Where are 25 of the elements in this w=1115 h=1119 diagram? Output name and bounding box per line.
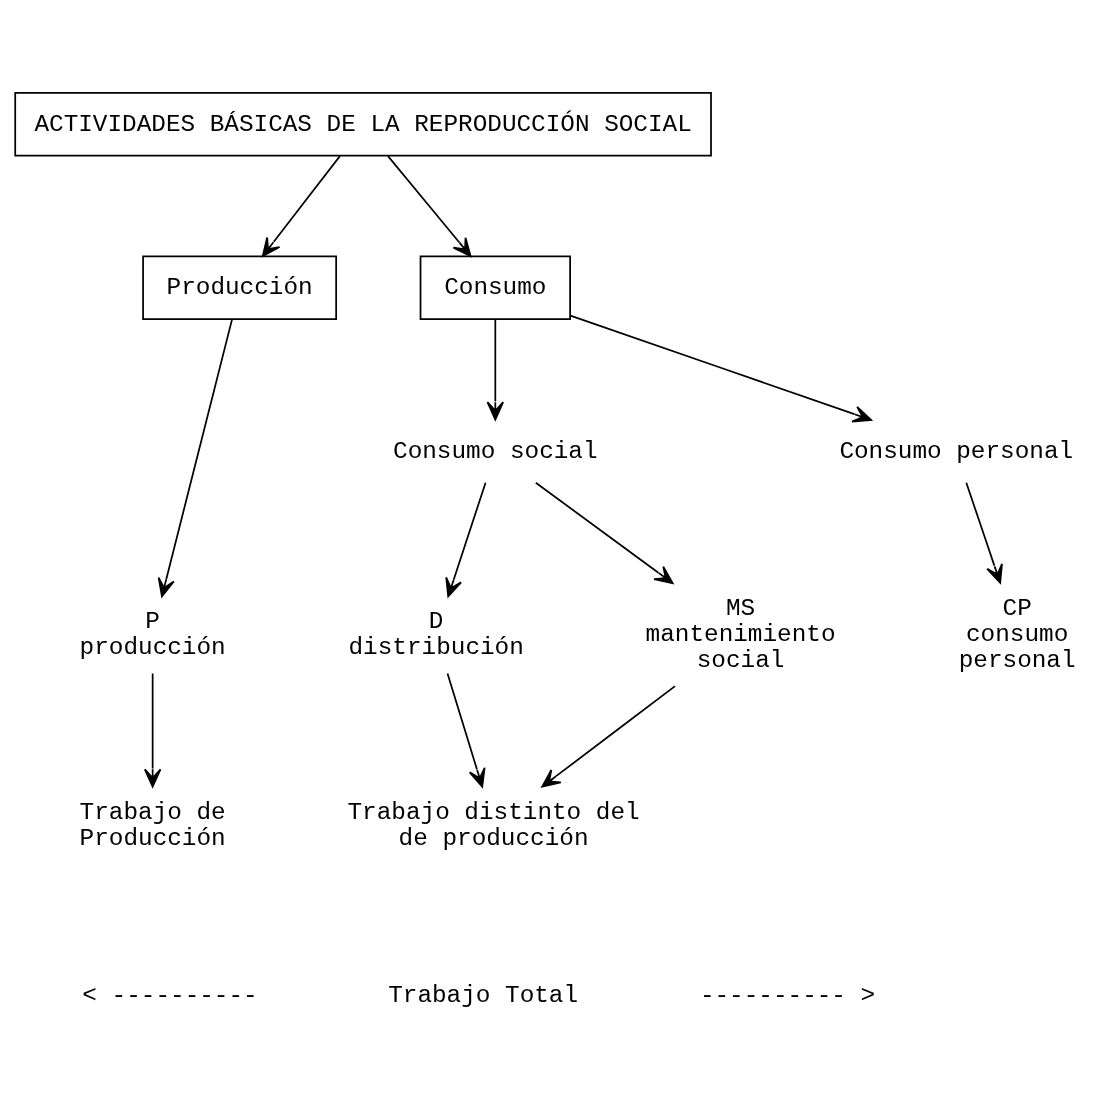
label: < ---------- <box>82 981 258 1009</box>
arrow <box>387 154 472 257</box>
arrow <box>445 481 487 597</box>
node-text: CP consumo personal <box>958 594 1076 674</box>
arrow <box>446 672 486 788</box>
node-text: D distribución <box>348 607 524 661</box>
label: Trabajo Total <box>388 981 579 1009</box>
node-text: P producción <box>79 607 226 661</box>
node-box: ACTIVIDADES BÁSICAS DE LA REPRODUCCIÓN SOCIAL <box>14 91 712 156</box>
node-text: Trabajo de Producción <box>79 798 226 852</box>
arrow <box>261 154 341 257</box>
node-text: Consumo social <box>393 437 598 465</box>
node-text: Trabajo distinto del de producción <box>347 798 640 852</box>
arrow <box>534 481 674 584</box>
arrow <box>143 672 162 788</box>
label: ---------- > <box>699 981 876 1009</box>
arrow <box>965 481 1003 584</box>
node-box: Consumo <box>419 255 571 320</box>
arrow <box>157 318 233 597</box>
node-text: MS mantenimiento social <box>645 594 836 674</box>
arrow <box>486 318 504 420</box>
arrow <box>541 684 676 788</box>
arrow <box>569 314 872 422</box>
node-box: Producción <box>142 255 338 320</box>
node-text: Consumo personal <box>839 437 1074 465</box>
